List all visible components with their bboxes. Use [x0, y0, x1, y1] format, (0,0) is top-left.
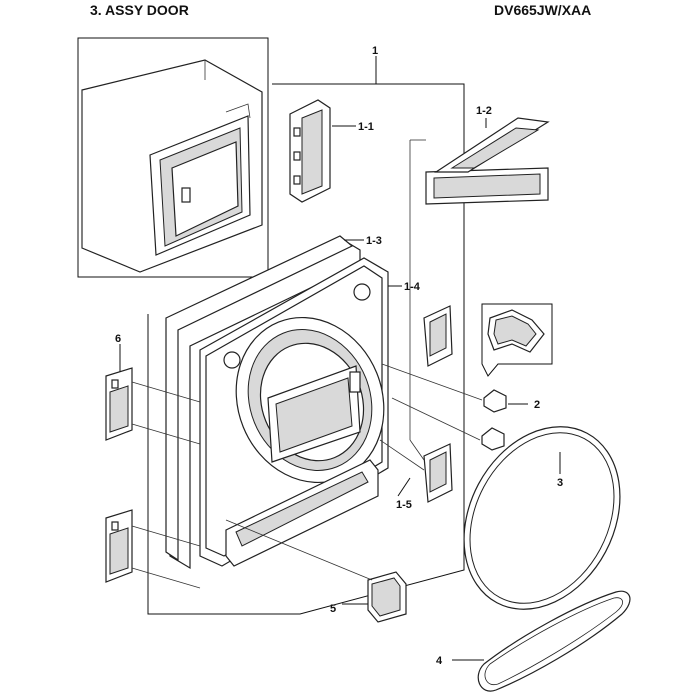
callout-1-2: 1-2 — [476, 105, 492, 117]
part-1-1-handle — [289, 99, 356, 203]
part-1-5-clips — [379, 305, 453, 503]
part-5-latch — [225, 519, 407, 623]
callout-1-5: 1-5 — [396, 499, 412, 511]
part-1-2-lint-filter — [409, 117, 550, 440]
callout-2: 2 — [534, 399, 540, 411]
part-1-4-inner-panel — [199, 257, 402, 567]
callout-1-4: 1-4 — [404, 281, 421, 293]
page-title: 3. ASSY DOOR — [90, 2, 189, 18]
callout-4: 4 — [436, 655, 443, 667]
part-3-gasket — [463, 426, 621, 610]
callout-6: 6 — [115, 333, 121, 345]
part-2-bracket — [381, 303, 553, 451]
callout-5: 5 — [330, 603, 336, 615]
part-6-hinges — [105, 344, 201, 589]
callout-1: 1 — [372, 45, 378, 57]
callout-3: 3 — [557, 477, 563, 489]
part-4-seal — [452, 590, 631, 692]
callout-1-1: 1-1 — [358, 121, 374, 133]
model-number: DV665JW/XAA — [494, 2, 592, 18]
dryer-cabinet-inset — [77, 37, 269, 278]
part-1-3-outer-frame — [165, 235, 364, 570]
callout-1-3: 1-3 — [366, 235, 382, 247]
